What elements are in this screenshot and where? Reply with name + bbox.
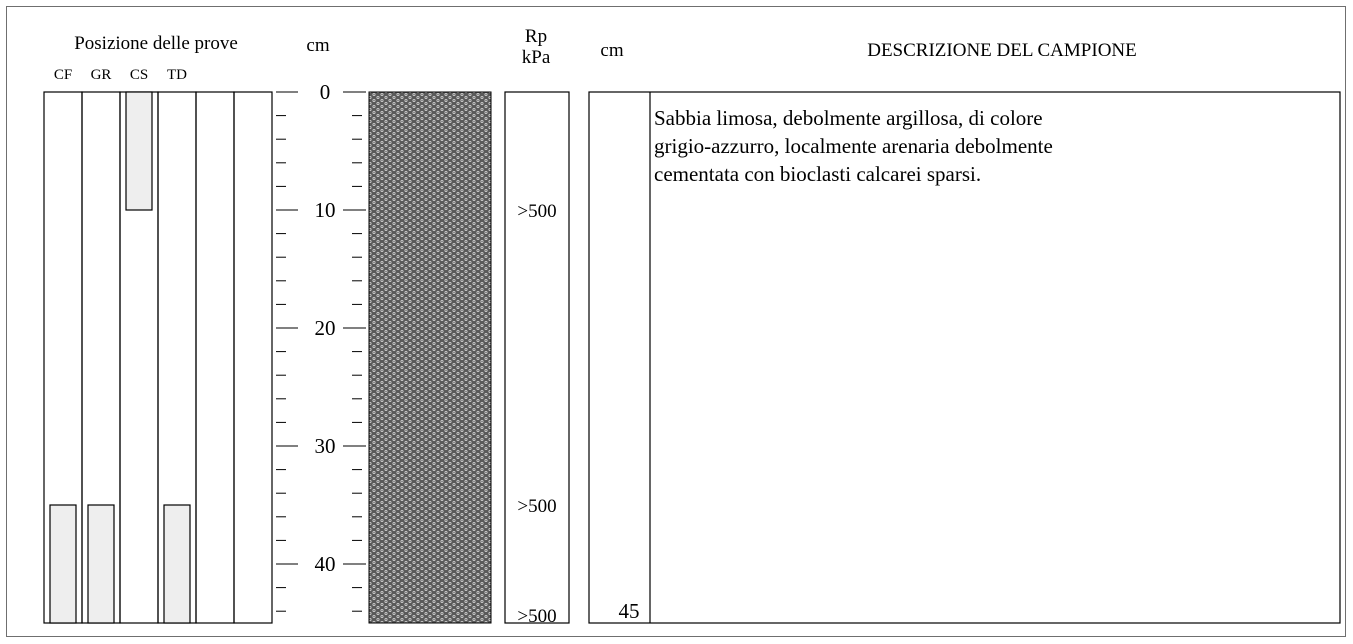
bottom-depth-label: 45 (619, 599, 640, 623)
depth-label: 20 (315, 316, 336, 340)
description-line: Sabbia limosa, debolmente argillosa, di … (654, 106, 1043, 130)
depth-label: 40 (315, 552, 336, 576)
rp-value: >500 (517, 496, 556, 517)
test-column-label: TD (167, 67, 187, 83)
sample-description: Sabbia limosa, debolmente argillosa, di … (654, 104, 1314, 188)
rp-symbol-header: Rp (525, 26, 547, 47)
test-column-label: GR (91, 67, 112, 83)
rp-values: >500 >500 >500 (517, 201, 556, 627)
depth-unit-header: cm (306, 35, 329, 56)
description-title: DESCRIZIONE DEL CAMPIONE (867, 40, 1137, 61)
depth-scale: 0 10 20 30 40 (276, 80, 366, 612)
lithology-column (368, 91, 492, 624)
test-column (195, 91, 235, 624)
figure-frame (6, 6, 1346, 637)
test-column-label: CS (130, 67, 148, 83)
rp-unit-header: kPa (522, 47, 551, 68)
test-column-label: CF (54, 67, 72, 83)
sample-interval (125, 91, 153, 211)
test-column (233, 91, 273, 624)
description-line: cementata con bioclasti calcarei sparsi. (654, 162, 982, 186)
rp-value: >500 (517, 606, 556, 627)
tests-title: Posizione delle prove (74, 33, 238, 54)
description-line: grigio-azzurro, localmente arenaria debo… (654, 134, 1053, 158)
depth-label: 10 (315, 198, 336, 222)
description-panel (588, 91, 1341, 624)
test-columns: CF GR CS TD (43, 67, 273, 624)
rp-column (504, 91, 570, 624)
sample-interval (87, 504, 115, 624)
rp-value: >500 (517, 201, 556, 222)
depth-unit-header-2: cm (600, 40, 623, 61)
depth-label: 0 (320, 80, 331, 104)
sample-interval (49, 504, 77, 624)
sample-interval (163, 504, 191, 624)
depth-label: 30 (315, 434, 336, 458)
